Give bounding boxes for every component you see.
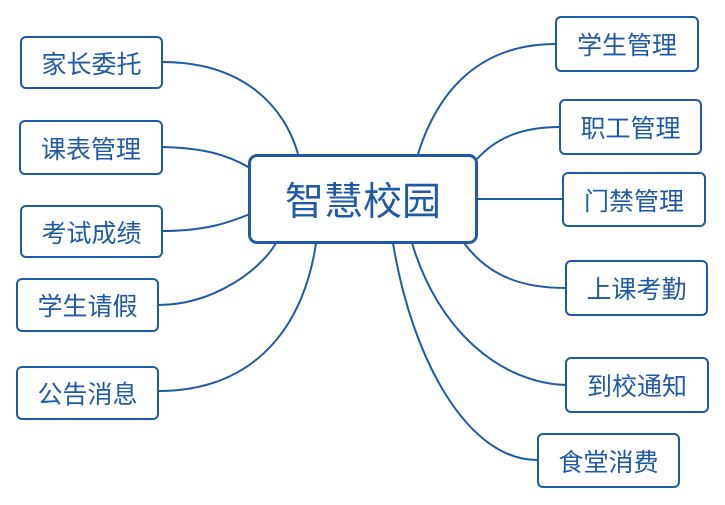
node-arrival-notification: 到校通知: [565, 357, 709, 413]
connector-left-4: [157, 242, 277, 306]
node-class-attendance: 上课考勤: [565, 260, 708, 316]
node-announcements: 公告消息: [16, 366, 159, 420]
node-student-management: 学生管理: [555, 16, 699, 72]
node-access-control: 门禁管理: [562, 172, 706, 227]
connector-right-1: [417, 43, 557, 155]
connector-right-5: [411, 242, 567, 386]
node-timetable-management: 课表管理: [19, 120, 163, 175]
connector-right-6: [392, 242, 538, 461]
connector-left-1: [161, 61, 299, 155]
connector-right-4: [463, 242, 567, 289]
node-student-leave: 学生请假: [16, 278, 159, 332]
connector-left-3: [161, 213, 251, 232]
connector-right-2: [476, 126, 561, 160]
node-canteen-spending: 食堂消费: [537, 433, 680, 488]
node-exam-scores: 考试成绩: [20, 205, 163, 258]
node-parent-delegation: 家长委托: [20, 36, 163, 89]
connector-left-2: [161, 146, 251, 169]
connector-left-5: [157, 242, 317, 392]
center-node-smart-campus: 智慧校园: [248, 154, 478, 244]
node-staff-management: 职工管理: [559, 99, 702, 155]
